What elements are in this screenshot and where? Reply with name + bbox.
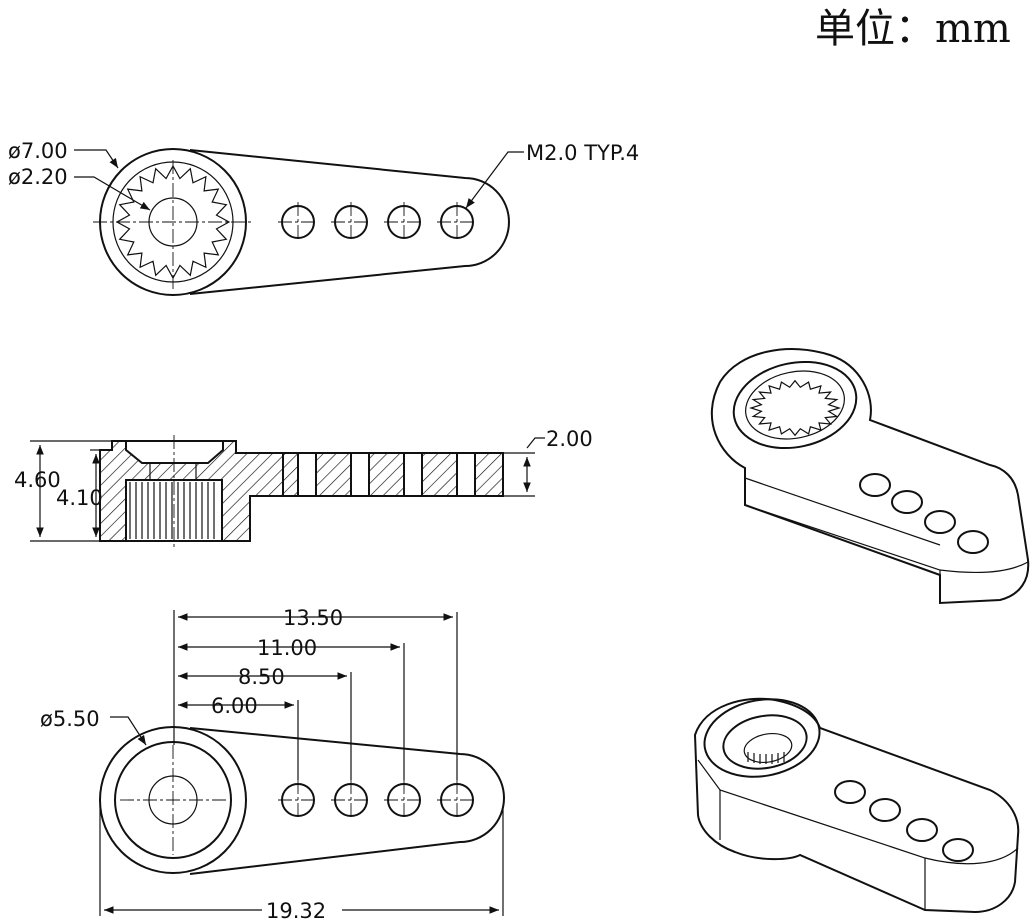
top-view: ø7.00 ø2.20 M2.0 TYP.4	[8, 139, 639, 296]
mounting-holes	[278, 202, 477, 242]
iso-hole	[942, 838, 974, 862]
leader-line	[110, 716, 147, 746]
iso-hole	[906, 818, 938, 842]
arm-outline	[189, 149, 510, 295]
arm-thickness-label: 2.00	[546, 427, 593, 451]
iso-hole	[834, 780, 866, 804]
iso-hole	[869, 798, 901, 822]
pitch-4-label: 13.50	[283, 606, 343, 630]
horn-outline	[710, 348, 1030, 605]
section-hole	[297, 452, 317, 497]
iso-hole	[891, 490, 923, 514]
outer-diameter-label: ø7.00	[8, 139, 68, 163]
spline-teeth-iso	[749, 379, 841, 437]
spline-grooves	[129, 482, 215, 539]
hub-inner-ellipse	[745, 370, 845, 440]
pitch-2-label: 8.50	[238, 665, 285, 689]
mounting-holes	[278, 780, 477, 820]
leader-line	[74, 149, 119, 169]
hub-bore-ellipse	[743, 732, 793, 764]
isometric-view-bottom	[693, 697, 1020, 914]
total-height-label: 4.60	[14, 468, 61, 492]
arm-outline	[189, 727, 505, 875]
section-hole	[456, 452, 476, 497]
unit-label: 单位：mm	[815, 6, 1011, 52]
overall-length-label: 19.32	[266, 899, 326, 921]
arm-section	[282, 452, 504, 497]
horn-outline	[693, 697, 1020, 914]
spline-diameter-label: ø2.20	[8, 165, 68, 189]
hole-spec-label: M2.0 TYP.4	[526, 141, 639, 165]
iso-hole	[924, 510, 956, 534]
hub-counterbore	[125, 440, 224, 464]
leader-line	[465, 151, 524, 209]
section-hole	[403, 452, 423, 497]
iso-hole	[957, 530, 989, 554]
hub-top-ellipse	[703, 698, 821, 778]
pitch-3-label: 11.00	[257, 636, 317, 660]
leader-line	[74, 176, 151, 211]
hub-boss-ellipse	[722, 714, 808, 770]
hub-diameter-label: ø5.50	[40, 707, 100, 731]
iso-hole	[859, 473, 891, 497]
hub-top-ellipse	[732, 360, 858, 450]
section-view: 4.60 4.10 2.00	[14, 427, 593, 548]
hub-boss-circle	[114, 741, 232, 859]
bottom-view: 13.50 11.00 8.50 6.00 ø5.50 19.32	[40, 606, 505, 921]
section-hole	[350, 452, 370, 497]
hub-outer-circle	[99, 726, 247, 874]
hub-height-label: 4.10	[56, 486, 103, 510]
isometric-view-top	[710, 348, 1030, 605]
pitch-1-label: 6.00	[211, 694, 258, 718]
